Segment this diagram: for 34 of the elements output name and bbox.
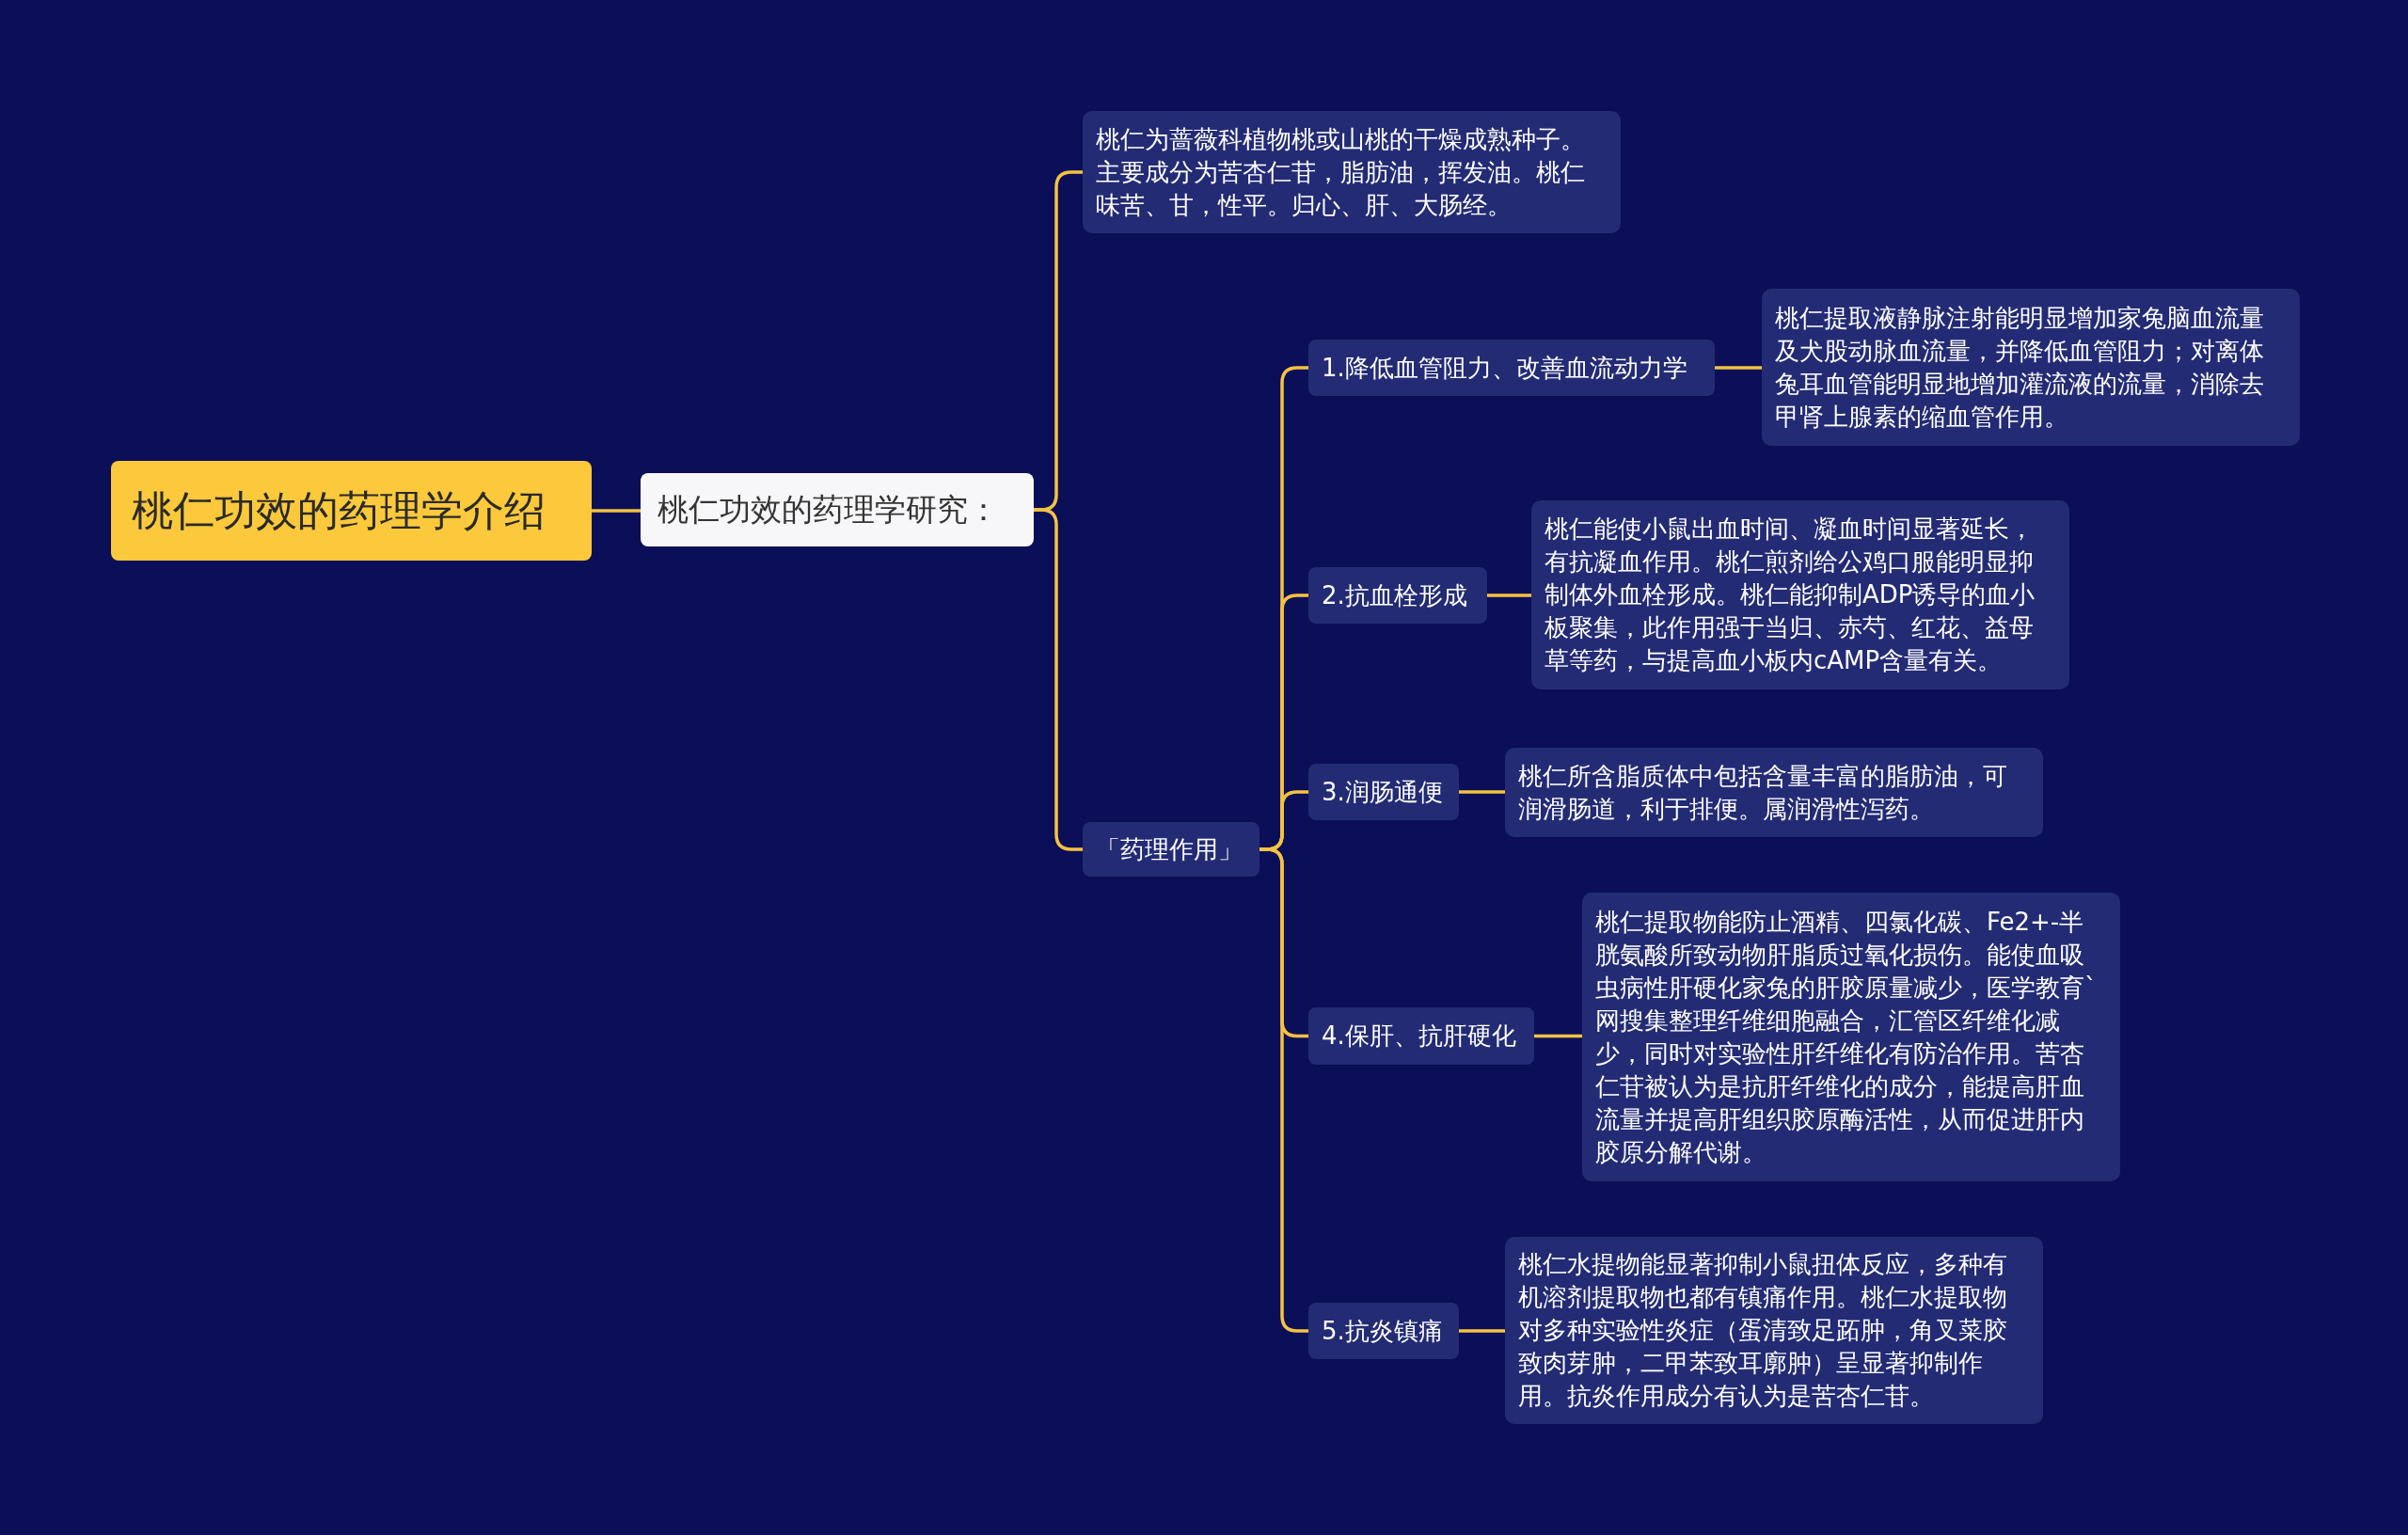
- topic-node: [641, 473, 1034, 546]
- branch-node: [1308, 1007, 1534, 1065]
- node-text: 5.抗炎镇痛: [1322, 1315, 1443, 1347]
- node-text: 桃仁功效的药理学研究：: [657, 489, 999, 530]
- node-text: 桃仁能使小鼠出血时间、凝血时间显著延长，有抗凝血作用。桃仁煎剂给公鸡口服能明显抑制体外血栓形成。桃仁能抑制ADP诱导的血小板聚集，此作用强于当归、赤芍、红花、益母草等药，与提高血小板内cAMP含量有关。: [1545, 514, 2036, 676]
- title-node: [111, 461, 592, 561]
- node-text: 桃仁提取物能防止酒精、四氯化碳、Fe2+-半胱氨酸所致动物肝脂质过氧化损伤。能使血吸虫病性肝硬化家兔的肝胶原量减少，医学教育`网搜集整理纤维细胞融合，汇管区纤维化减少，同时对实验性肝纤维化有防治作用。苦杏仁苷被认为是抗肝纤维化的成分，能提高肝血流量并提高肝组织胶原酶活性，从而促进肝内胶原分解代谢。: [1595, 906, 2098, 1168]
- node-text: 桃仁提取液静脉注射能明显增加家兔脑血流量及犬股动脉血流量，并降低血管阻力；对离体兔耳血管能明显地增加灌流液的流量，消除去甲肾上腺素的缩血管作用。: [1775, 302, 2265, 433]
- connector-line: [592, 509, 641, 513]
- node-text: 3.润肠通便: [1322, 776, 1443, 808]
- connector-line: [1459, 790, 1505, 794]
- node-text: 1.降低血管阻力、改善血流动力学: [1322, 352, 1687, 384]
- description-card: [1505, 1237, 2043, 1424]
- node-text: 4.保肝、抗肝硬化: [1322, 1021, 1516, 1052]
- node-text: 2.抗血栓形成: [1322, 579, 1467, 611]
- branch-node: [1308, 764, 1459, 820]
- branch-node: [1308, 340, 1715, 396]
- node-text: 桃仁所含脂质体中包括含量丰富的脂肪油，可润滑肠道，利于排便。属润滑性泻药。: [1518, 760, 2008, 825]
- branch-node: [1308, 567, 1487, 624]
- connector-line: [1487, 593, 1531, 597]
- node-text: 桃仁功效的药理学介绍: [132, 484, 546, 536]
- node-text: 「药理作用」: [1096, 833, 1243, 865]
- branch-node: [1308, 1303, 1459, 1359]
- connector-line: [1459, 1329, 1505, 1333]
- branch-node: [1083, 822, 1259, 877]
- node-text: 桃仁水提物能显著抑制小鼠扭体反应，多种有机溶剂提取物也都有镇痛作用。桃仁水提取物对多种实验性炎症（蛋清致足跖肿，角叉菜胶致肉芽肿，二甲苯致耳廓肿）呈显著抑制作用。抗炎作用成分有认为是苦杏仁苷。: [1518, 1249, 2008, 1412]
- connector-line: [1534, 1034, 1582, 1038]
- description-card: [1531, 500, 2069, 689]
- connector-line: [1715, 366, 1762, 370]
- node-text: 桃仁为蔷薇科植物桃或山桃的干燥成熟种子。主要成分为苦杏仁苷，脂肪油，挥发油。桃仁味苦、甘，性平。归心、肝、大肠经。: [1096, 123, 1586, 221]
- description-card: [1083, 111, 1621, 233]
- description-card: [1762, 289, 2300, 446]
- description-card: [1505, 748, 2043, 837]
- description-card: [1582, 893, 2120, 1181]
